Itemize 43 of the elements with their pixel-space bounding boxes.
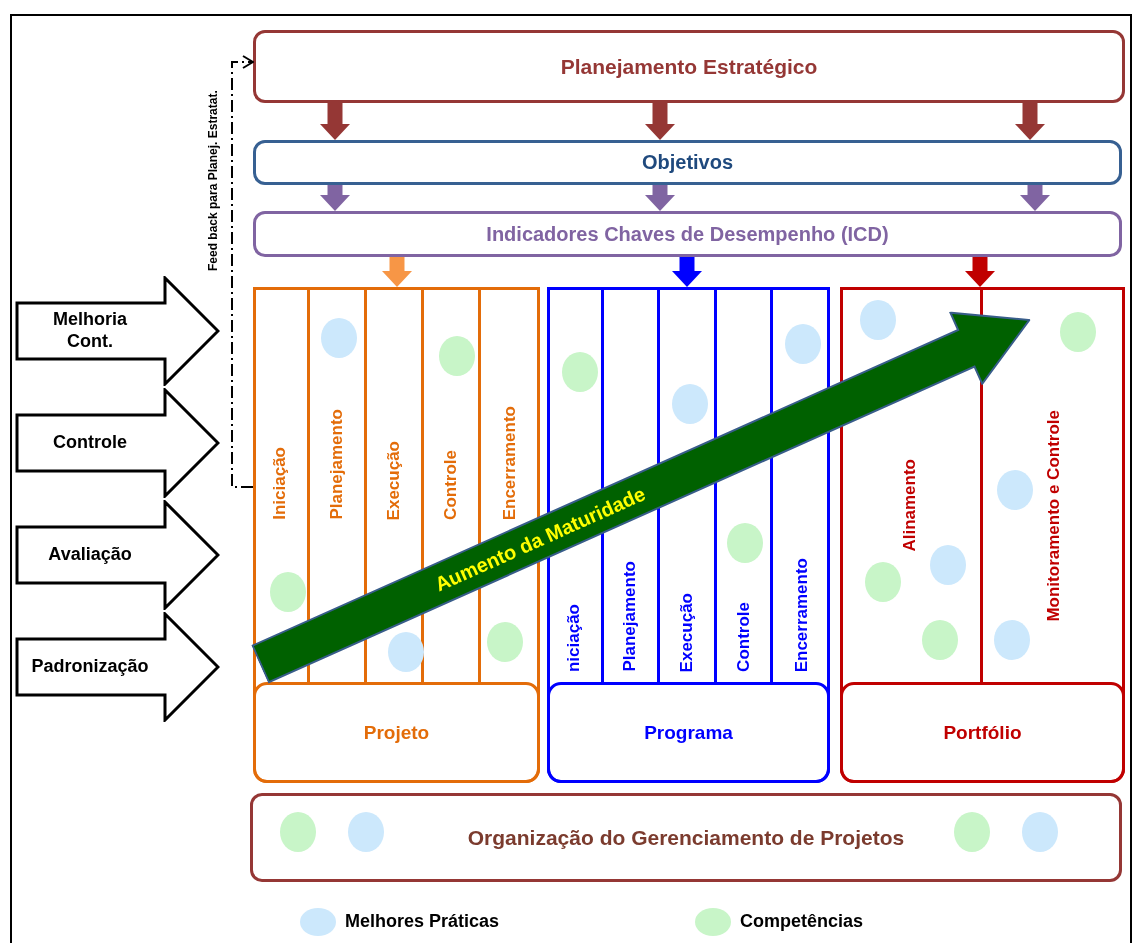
- process-box: [253, 211, 1122, 257]
- process-box: [253, 140, 1122, 185]
- node-label: Organização do Gerenciamento de Projetos: [467, 825, 905, 850]
- legend-label: Competências: [740, 911, 864, 932]
- arrow: [672, 257, 702, 287]
- node-label: Objetivos: [641, 151, 734, 174]
- node-label: Execução: [677, 592, 697, 672]
- arrow: [382, 257, 412, 287]
- arrow: [645, 185, 675, 211]
- arrow: [320, 103, 350, 140]
- node-label: Monitoramento e Controle: [1043, 410, 1064, 622]
- node-label: Indicadores Chaves de Desempenho (ICD): [486, 222, 889, 246]
- node-label: Alinamento: [899, 459, 920, 552]
- node-label: Avaliação: [48, 544, 132, 566]
- node-label: Execução: [384, 440, 404, 520]
- node-label: Iniciação: [270, 447, 290, 520]
- process-box: [250, 793, 1122, 882]
- arrow: [231, 55, 254, 488]
- arrow: [320, 185, 350, 211]
- node-label: niciação: [563, 603, 584, 672]
- node-label: Controle: [733, 602, 754, 672]
- pointed-banner: [15, 612, 220, 722]
- node-label: Programa: [644, 721, 733, 744]
- node-label: Melhoria Cont.: [52, 309, 128, 353]
- pointed-banner: [15, 388, 220, 498]
- node-label: Padronização: [31, 656, 149, 678]
- arrow: [965, 257, 995, 287]
- pointed-banner: [15, 276, 220, 386]
- node-label: Planejamento: [327, 409, 347, 520]
- node-label: Controle: [441, 450, 461, 520]
- node-label: Projeto: [363, 721, 430, 744]
- node-label: Planejamento: [620, 561, 641, 672]
- node-label: Portfólio: [943, 721, 1022, 744]
- arrow: [1020, 185, 1050, 211]
- node-label: Planejamento Estratégico: [560, 54, 818, 79]
- pointed-banner: [15, 500, 220, 610]
- process-box: [253, 30, 1125, 103]
- arrow: [1015, 103, 1045, 140]
- node-label: Encerramento: [791, 557, 812, 672]
- node-label: Encerramento: [499, 405, 520, 520]
- legend-label: Melhores Práticas: [345, 911, 500, 932]
- arrow: [645, 103, 675, 140]
- node-label: Controle: [53, 432, 127, 454]
